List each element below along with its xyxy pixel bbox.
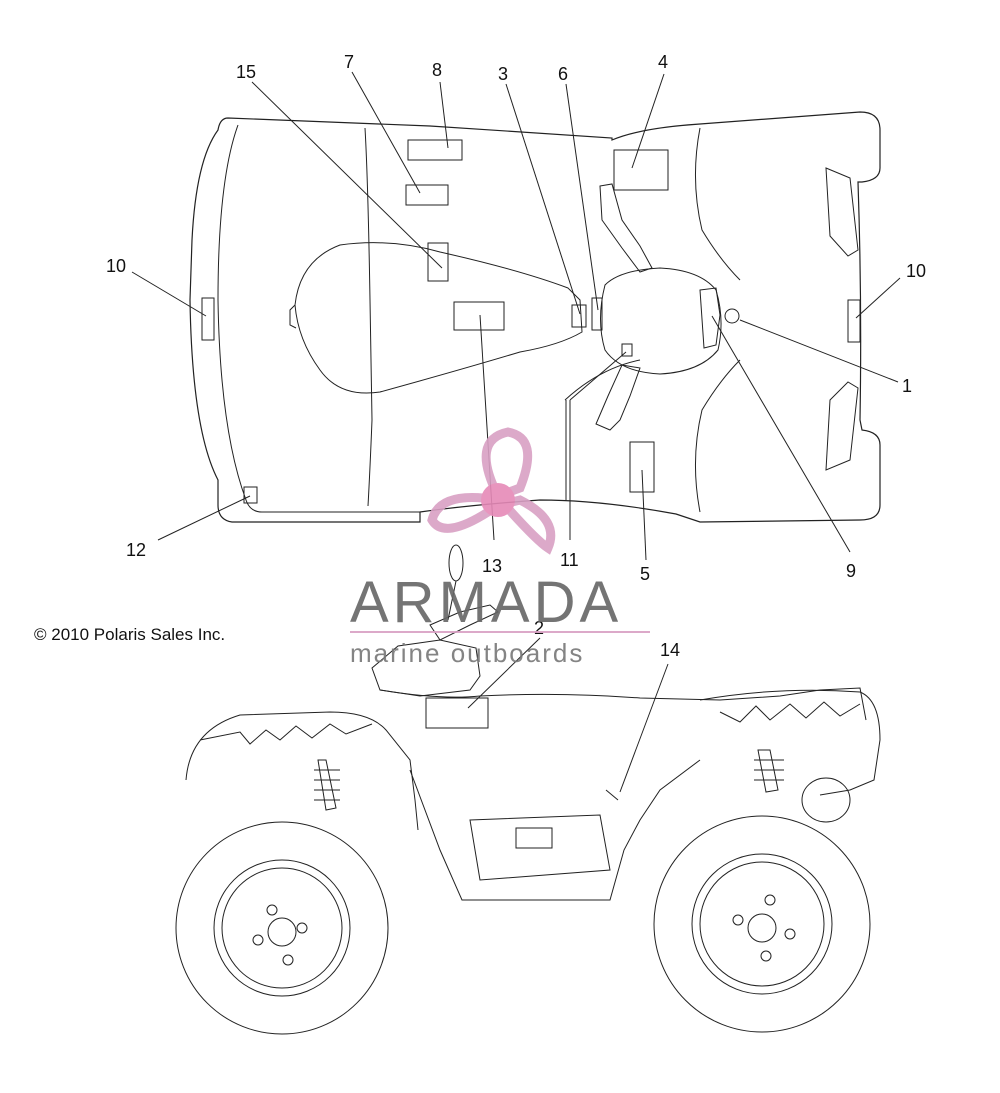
front-fender-side (185, 711, 419, 831)
front-shock (314, 759, 340, 811)
decal-5 (629, 441, 655, 493)
front-fender-teeth (199, 723, 373, 745)
rear-wheel (653, 815, 871, 1033)
callout-12: 12 (126, 540, 146, 560)
callout-15: 15 (236, 62, 256, 82)
callout-13: 13 (482, 556, 502, 576)
leader-lines (131, 71, 901, 561)
callout-9: 9 (846, 561, 856, 581)
decal-10-rear (201, 297, 215, 341)
watermark-tagline: marine outboards (350, 638, 584, 668)
rear-shock (754, 749, 784, 793)
front-vent-bottom (825, 381, 859, 471)
callout-5: 5 (640, 564, 650, 584)
mirror-stem (447, 580, 457, 621)
decal-6 (591, 297, 603, 331)
decal-14-mark (605, 789, 619, 801)
callout-7: 7 (344, 52, 354, 72)
footrest-decal (515, 827, 553, 849)
rear-fender-outline (189, 111, 881, 523)
seat-rear-tab (289, 304, 297, 329)
rear-fender-teeth (719, 701, 861, 723)
callout-4: 4 (658, 52, 668, 72)
decal-4 (613, 149, 669, 191)
handlebar-right (595, 364, 641, 431)
decal-2 (425, 697, 489, 729)
callout-2: 2 (534, 618, 544, 638)
leader-2 (467, 637, 541, 709)
footwell (469, 814, 611, 881)
fuel-tank-outline (600, 267, 722, 375)
side-view: 2 14 (175, 544, 881, 1035)
tank-seat-profile (379, 687, 867, 721)
mid-body-line (564, 359, 641, 500)
rear-rack-edge (217, 124, 420, 513)
callout-10-right: 10 (906, 261, 926, 281)
tail-light (801, 777, 851, 823)
callout-11: 11 (560, 550, 579, 570)
side-panel (409, 759, 701, 901)
decal-8 (407, 139, 463, 161)
watermark-brand: ARMADA (350, 570, 622, 635)
headlight-pod (699, 287, 721, 349)
seat-outline (294, 242, 583, 394)
decal-11 (621, 343, 633, 357)
handlebar-left (599, 183, 653, 273)
decal-15 (427, 242, 449, 282)
callout-1: 1 (902, 376, 912, 396)
decal-3 (571, 304, 587, 328)
callout-10-left: 10 (106, 256, 126, 276)
rear-fender-side (699, 689, 881, 796)
gas-cap (724, 308, 740, 324)
front-vent-top (825, 167, 859, 257)
top-view: 15 7 8 3 6 4 10 10 1 12 13 11 5 9 (106, 52, 926, 584)
rear-fender-crease (364, 127, 373, 507)
decal-7 (405, 184, 449, 206)
callout-6: 6 (558, 64, 568, 84)
decal-13 (453, 301, 505, 331)
watermark-logo: ARMADA marine outboards (350, 427, 650, 668)
callout-3: 3 (498, 64, 508, 84)
propeller-icon (427, 427, 556, 555)
callout-8: 8 (432, 60, 442, 80)
decal-10-front (847, 299, 861, 343)
front-fender-crease (694, 127, 741, 513)
leader-14 (619, 663, 669, 793)
decal-12 (243, 486, 258, 504)
callout-14: 14 (660, 640, 680, 660)
copyright-text: © 2010 Polaris Sales Inc. (34, 625, 225, 644)
front-wheel (175, 821, 389, 1035)
